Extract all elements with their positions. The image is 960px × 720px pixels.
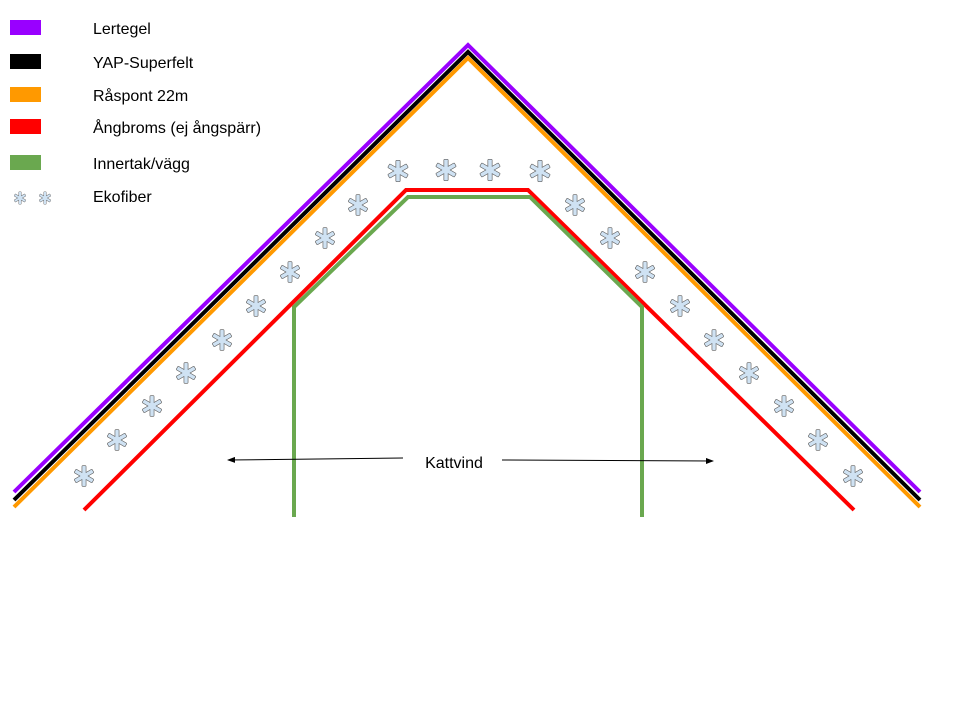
legend-swatch bbox=[10, 54, 41, 69]
ekofiber-asterisk-icon bbox=[347, 194, 369, 216]
ekofiber-asterisk-icon bbox=[634, 261, 656, 283]
angbroms-layer bbox=[82, 188, 856, 512]
legend-swatch-asterisk-icon bbox=[13, 191, 27, 205]
ekofiber-asterisk-icon bbox=[599, 227, 621, 249]
superfelt-layer bbox=[12, 49, 922, 502]
legend-label: Lertegel bbox=[93, 21, 151, 38]
ekofiber-asterisk-icon bbox=[314, 227, 336, 249]
legend-label: Råspont 22m bbox=[93, 87, 188, 105]
ekofiber-asterisk-icon bbox=[73, 465, 95, 487]
lertegel-layer bbox=[12, 42, 922, 494]
ekofiber-asterisk-icon bbox=[842, 465, 864, 487]
legend-swatch-asterisk-icon bbox=[38, 191, 52, 205]
kattvind-label: Kattvind bbox=[425, 455, 483, 472]
legend-swatch bbox=[10, 155, 41, 170]
ekofiber-asterisk-icon bbox=[564, 194, 586, 216]
ekofiber-asterisk-icon bbox=[435, 158, 457, 182]
ekofiber-asterisk-icon bbox=[245, 295, 267, 317]
legend-label: Ångbroms (ej ångspärr) bbox=[93, 118, 261, 137]
ekofiber-asterisk-icon bbox=[529, 159, 551, 183]
ekofiber-asterisk-icon bbox=[106, 429, 128, 451]
arrow-right bbox=[501, 457, 714, 464]
ekofiber-asterisk-icon bbox=[141, 395, 163, 417]
ekofiber-asterisk-icon bbox=[175, 362, 197, 384]
legend-swatch bbox=[10, 87, 41, 102]
ekofiber-asterisk-icon bbox=[669, 295, 691, 317]
legend-label: Ekofiber bbox=[93, 189, 152, 206]
innertak-layer bbox=[292, 195, 644, 517]
raspont-layer bbox=[12, 55, 922, 509]
ekofiber-asterisk-icon bbox=[279, 261, 301, 283]
ekofiber-asterisk-icon bbox=[738, 362, 760, 384]
legend-swatch bbox=[10, 119, 41, 134]
legend-label: YAP-Superfelt bbox=[93, 55, 194, 72]
legend-label: Innertak/vägg bbox=[93, 156, 190, 173]
arrow-left bbox=[227, 456, 404, 463]
ekofiber-asterisk-icon bbox=[807, 429, 829, 451]
ekofiber-asterisk-icon bbox=[703, 329, 725, 351]
ekofiber-asterisk-icon bbox=[773, 395, 795, 417]
ekofiber-asterisk-icon bbox=[387, 159, 409, 183]
ekofiber-asterisk-icon bbox=[211, 329, 233, 351]
ekofiber-asterisk-icon bbox=[479, 158, 501, 182]
legend-swatch bbox=[10, 20, 41, 35]
